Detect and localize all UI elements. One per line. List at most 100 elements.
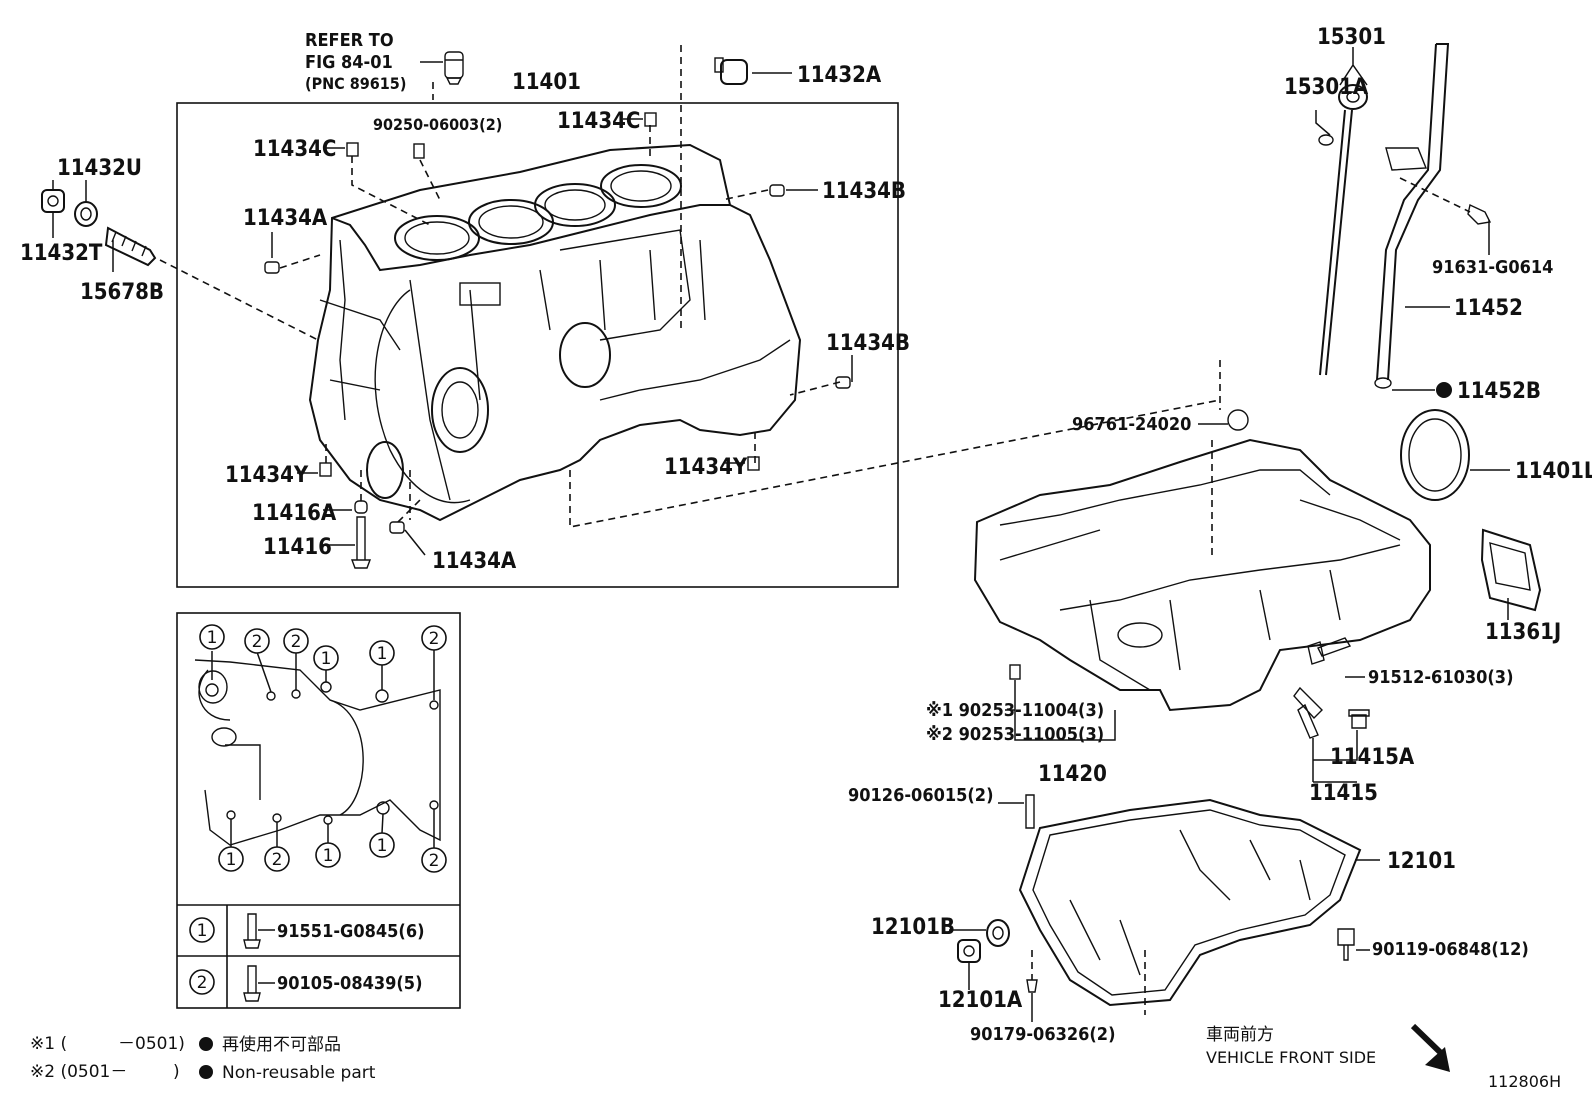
inset-mark-circle <box>313 645 339 671</box>
label-11452B: 11452B <box>1457 379 1541 404</box>
oil-pan-lower <box>1018 798 1362 1007</box>
label-11434Y-left: 11434Y <box>225 463 309 488</box>
label-11416A: 11416A <box>252 501 337 526</box>
label-11361J: 11361J <box>1485 620 1561 645</box>
label-90126: 90126-06015(2) <box>848 785 993 806</box>
inset-mark-number: 1 <box>377 644 388 664</box>
pan-fasteners <box>1009 637 1370 829</box>
inset-mark-number: 1 <box>323 846 334 866</box>
label-15301: 15301 <box>1317 25 1386 50</box>
inset-mark-number: 1 <box>207 628 218 648</box>
label-11434B-top: 11434B <box>822 179 906 204</box>
inset-mark-number: 1 <box>226 850 237 870</box>
inset-row1-num: 1 <box>197 921 208 941</box>
dipstick-leaders <box>1315 47 1490 391</box>
inset-row2-part: 90105-08439(5) <box>277 973 422 994</box>
inset-mark-number: 2 <box>429 851 440 871</box>
inset-mark-circle <box>264 846 290 872</box>
label-11434C-top: 11434C <box>557 109 640 134</box>
legend: ※1 ( －0501) ※2 (0501－ ) 再使用不可部品 Non-reus… <box>30 1034 376 1083</box>
pan-lower-leaders <box>949 802 1380 1022</box>
label-11434C-left: 11434C <box>253 137 336 162</box>
dipstick-assembly <box>1318 43 1492 389</box>
label-90253-b: ※2 90253-11005(3) <box>926 724 1104 745</box>
label-11434Y-right: 11434Y <box>664 455 748 480</box>
label-11452: 11452 <box>1454 296 1523 321</box>
seal-and-cover <box>1400 409 1542 612</box>
label-11420: 11420 <box>1038 762 1107 787</box>
label-90253-a: ※1 90253-11004(3) <box>926 700 1104 721</box>
label-11434A-bottom: 11434A <box>432 549 517 574</box>
inset-mark-circle <box>369 640 395 666</box>
inset-mark-circle <box>218 846 244 872</box>
front-en: VEHICLE FRONT SIDE <box>1206 1048 1376 1067</box>
inset-row1-mark <box>189 917 215 943</box>
non-reusable-dot-11452B <box>1436 382 1452 398</box>
inset-mark-number: 1 <box>377 836 388 856</box>
label-11432A: 11432A <box>797 63 882 88</box>
refer-line1: REFER TO <box>305 30 394 51</box>
label-90119: 90119-06848(12) <box>1372 939 1529 960</box>
legend-note2-range: ) <box>173 1062 180 1082</box>
inset-mark-circle <box>421 847 447 873</box>
label-11432T: 11432T <box>20 241 103 266</box>
label-11416: 11416 <box>263 535 332 560</box>
part-labels: 11401 11432A 90250-06003(2) 11434C 11434… <box>20 25 1592 1045</box>
inset-bolts <box>243 913 275 1002</box>
label-11415: 11415 <box>1309 781 1378 806</box>
inset-row2-num: 2 <box>197 973 208 993</box>
oil-pan-upper <box>973 409 1431 712</box>
label-91631: 91631-G0614 <box>1432 257 1553 278</box>
label-15678B: 15678B <box>80 280 164 305</box>
legend-dot-jp <box>199 1037 213 1051</box>
block-plugs <box>264 51 851 569</box>
inset-mark-circle <box>369 832 395 858</box>
legend-en-text: Non-reusable part <box>222 1063 376 1083</box>
figure-id: 112806H <box>1488 1072 1561 1091</box>
label-11434B-right: 11434B <box>826 331 910 356</box>
legend-dot-en <box>199 1065 213 1079</box>
guide-lines-block <box>159 45 1221 528</box>
leader-lines-block <box>52 61 853 556</box>
inset-mark-circle <box>244 628 270 654</box>
legend-jp-text: 再使用不可部品 <box>222 1034 341 1055</box>
legend-note1-range: －0501) <box>118 1034 185 1054</box>
refer-line3: (PNC 89615) <box>305 74 406 93</box>
inset-row2-mark <box>189 969 215 995</box>
inset-mark-number: 2 <box>429 629 440 649</box>
label-90179: 90179-06326(2) <box>970 1024 1115 1045</box>
inset-mark-number: 2 <box>291 632 302 652</box>
label-96761: 96761-24020 <box>1072 414 1191 435</box>
front-note: 車両前方 VEHICLE FRONT SIDE <box>1206 1025 1376 1067</box>
inset-mark-circle <box>421 625 447 651</box>
label-11432U: 11432U <box>57 156 142 181</box>
drain-plug-lower <box>957 919 1355 993</box>
front-jp: 車両前方 <box>1206 1025 1274 1045</box>
label-11415A: 11415A <box>1330 745 1415 770</box>
front-arrow-icon <box>1410 1023 1450 1072</box>
inset-table: 1 91551-G0845(6) 2 90105-08439(5) <box>189 917 425 995</box>
label-90250: 90250-06003(2) <box>373 115 502 134</box>
label-11434A-left: 11434A <box>243 206 328 231</box>
block-frame <box>176 102 899 588</box>
inset-mark-number: 1 <box>321 649 332 669</box>
inset-box <box>176 612 461 1009</box>
inset-mark-number: 2 <box>252 632 263 652</box>
inset-mark-circle <box>199 624 225 650</box>
cylinder-block <box>308 143 802 522</box>
pan-upper-leaders <box>1005 423 1510 783</box>
inset-mark-circle <box>315 842 341 868</box>
label-15301A: 15301A <box>1284 75 1369 100</box>
label-12101: 12101 <box>1387 849 1456 874</box>
label-11401L: 11401L <box>1515 459 1592 484</box>
refer-line2: FIG 84-01 <box>305 52 393 73</box>
label-91512: 91512-61030(3) <box>1368 667 1513 688</box>
legend-note1-symbol: ※1 ( <box>30 1034 67 1054</box>
label-11401: 11401 <box>512 70 581 95</box>
inset-row1-part: 91551-G0845(6) <box>277 921 425 942</box>
label-12101A: 12101A <box>938 988 1023 1013</box>
legend-note2-symbol: ※2 (0501－ <box>30 1062 127 1082</box>
